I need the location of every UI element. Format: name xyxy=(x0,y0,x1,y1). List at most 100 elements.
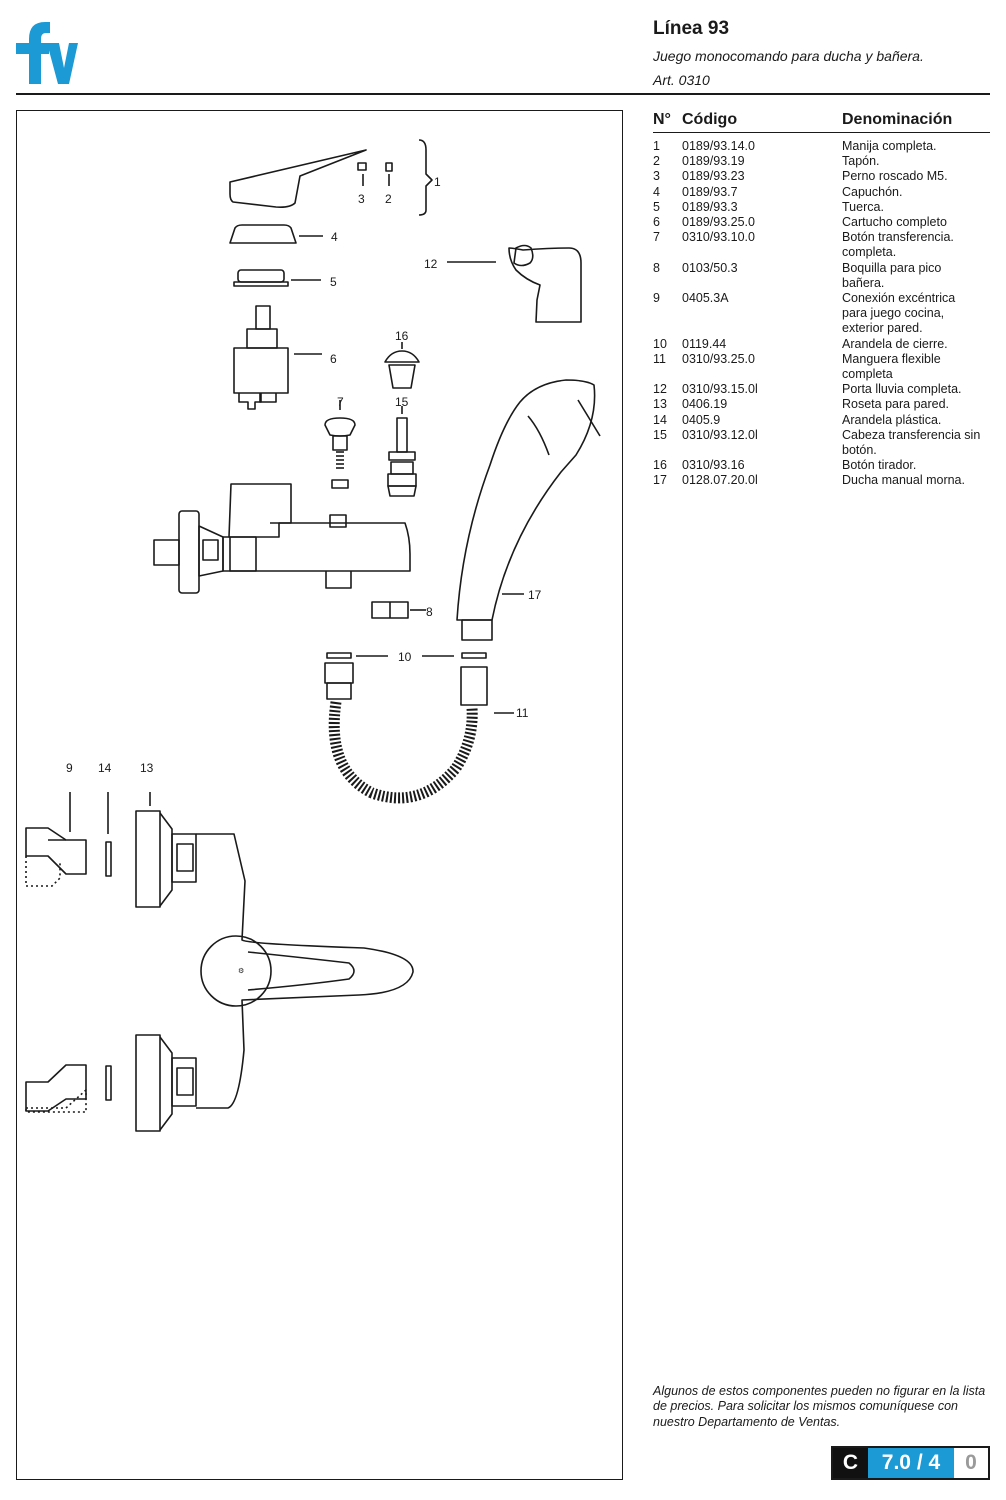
part-description: Cartucho completo xyxy=(842,215,990,230)
part-description: Arandela plástica. xyxy=(842,413,990,428)
callout-14: 14 xyxy=(98,761,112,775)
callout-11: 11 xyxy=(516,706,529,720)
exploded-diagram: ⚙ xyxy=(25,139,601,1132)
table-row: 13 0406.19 Roseta para pared. xyxy=(653,397,990,412)
part-code: 0189/93.14.0 xyxy=(682,139,755,153)
part-description: Tapón. xyxy=(842,154,990,169)
part-code: 0103/50.3 xyxy=(682,260,738,275)
part-code: 0310/93.25.0 xyxy=(682,351,755,366)
part-number: 5 xyxy=(653,199,660,214)
part-description-line: Manguera flexible xyxy=(842,351,941,366)
callout-8: 8 xyxy=(426,605,433,619)
part-code: 0189/93.23 xyxy=(682,169,745,184)
part-code: 0189/93.7 xyxy=(682,184,738,199)
part-number: 13 xyxy=(653,397,667,412)
callout-7: 7 xyxy=(337,395,344,409)
part-description-line: completa. xyxy=(842,245,897,260)
table-row: 14 0405.9 Arandela plástica. xyxy=(653,413,990,428)
part-description-line: botón. xyxy=(842,443,877,458)
part-description-line: Manija completa. xyxy=(842,139,937,153)
callout-16: 16 xyxy=(395,329,409,343)
table-header-row: N° Código Denominación xyxy=(653,111,990,133)
callout-5: 5 xyxy=(330,275,337,289)
parts-table: N° Código Denominación 1 0189/93.14.0 Mani… xyxy=(653,111,990,489)
callout-6: 6 xyxy=(330,352,337,366)
part-number: 15 xyxy=(653,427,667,442)
part-description-line: completa xyxy=(842,367,893,382)
part-description-line: Tuerca. xyxy=(842,199,884,214)
part-number: 9 xyxy=(653,291,660,306)
part-code: 0405.3A xyxy=(682,291,729,306)
part-description-line: Roseta para pared. xyxy=(842,397,950,412)
part-description: Capuchón. xyxy=(842,185,990,200)
part-number: 8 xyxy=(653,260,660,275)
callout-15: 15 xyxy=(395,395,409,409)
part-description: Porta lluvia completa. xyxy=(842,382,990,397)
part-description-line: Conexión excéntrica xyxy=(842,291,956,306)
part-description-line: Botón tirador. xyxy=(842,458,917,473)
part-description: Tuerca. xyxy=(842,200,990,215)
callout-4: 4 xyxy=(331,230,338,244)
part-number: 7 xyxy=(653,230,660,245)
part-code: 0119.44 xyxy=(682,336,727,351)
part-description-line: Perno roscado M5. xyxy=(842,169,948,184)
svg-text:⚙: ⚙ xyxy=(238,967,244,975)
part-number: 1 xyxy=(653,139,660,153)
part-description: Botón transferencia.completa. xyxy=(842,230,990,260)
table-row: 10 0119.44 Arandela de cierre. xyxy=(653,337,990,352)
part-code: 0406.19 xyxy=(682,397,728,412)
part-number: 3 xyxy=(653,169,660,184)
part-code: 0405.9 xyxy=(682,412,721,427)
part-description-line: Cartucho completo xyxy=(842,215,947,230)
diagram-frame xyxy=(16,110,623,1480)
callout-12: 12 xyxy=(424,257,438,271)
part-description: Manija completa. xyxy=(842,133,990,155)
part-number: 14 xyxy=(653,412,667,427)
part-description-line: bañera. xyxy=(842,275,885,290)
page-title: Línea 93 xyxy=(653,18,730,39)
table-row: 4 0189/93.7 Capuchón. xyxy=(653,185,990,200)
part-description-line: Arandela de cierre. xyxy=(842,336,948,351)
part-description-line: Ducha manual morna. xyxy=(842,473,965,488)
diagram-callouts: 1 2 3 4 5 6 7 8 9 10 11 12 13 14 15 16 1… xyxy=(66,175,542,775)
part-number: 6 xyxy=(653,215,660,230)
header-name: Denominación xyxy=(842,111,990,133)
page-code-revision: 0 xyxy=(954,1448,988,1478)
part-code: 0189/93.25.0 xyxy=(682,215,755,230)
article-number: Art. 0310 xyxy=(653,72,710,88)
part-description-line: Tapón. xyxy=(842,154,880,169)
part-code: 0128.07.20.0l xyxy=(682,473,758,488)
header-divider xyxy=(16,93,990,95)
part-description-line: exterior pared. xyxy=(842,321,923,336)
part-number: 16 xyxy=(653,458,667,473)
part-description: Ducha manual morna. xyxy=(842,473,990,488)
part-description: Arandela de cierre. xyxy=(842,337,990,352)
part-number: 10 xyxy=(653,336,667,351)
part-number: 4 xyxy=(653,184,660,199)
part-description-line: Arandela plástica. xyxy=(842,412,942,427)
part-number: 11 xyxy=(653,351,666,366)
table-row: 1 0189/93.14.0 Manija completa. xyxy=(653,133,990,155)
part-description: Perno roscado M5. xyxy=(842,169,990,184)
page-code-number: 7.0 / 4 xyxy=(868,1448,954,1478)
callout-1: 1 xyxy=(434,175,441,189)
part-description-line: Cabeza transferencia sin xyxy=(842,427,981,442)
part-description-line: para juego cocina, xyxy=(842,306,945,321)
callout-13: 13 xyxy=(140,761,154,775)
part-description: Roseta para pared. xyxy=(842,397,990,412)
table-row: 6 0189/93.25.0 Cartucho completo xyxy=(653,215,990,230)
callout-9: 9 xyxy=(66,761,73,775)
part-number: 2 xyxy=(653,154,660,169)
